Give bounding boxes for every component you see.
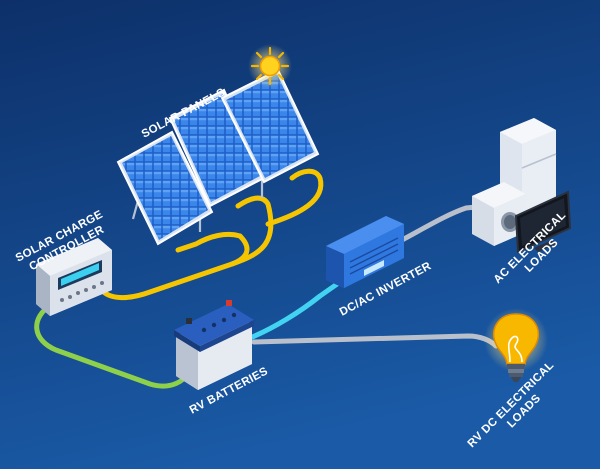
ac-load-wire (399, 203, 489, 243)
battery-terminal-negative (186, 318, 192, 324)
tv-icon (514, 190, 572, 254)
sun-icon (248, 44, 292, 88)
panel-wire (97, 233, 250, 300)
light-bulb-icon (484, 308, 548, 382)
inverter-wire (247, 279, 343, 341)
inverter-display (364, 260, 384, 276)
inverter-icon (326, 216, 404, 288)
battery-terminal-positive (226, 300, 232, 306)
wires (34, 168, 499, 389)
panel-wire-branch-3 (265, 168, 324, 227)
panel-wire-branch-1 (175, 231, 243, 253)
solar-panel-icon (116, 68, 320, 246)
panel-wire-branch-2 (229, 195, 274, 267)
battery-icon (174, 300, 254, 390)
charge-controller-icon (36, 238, 112, 316)
